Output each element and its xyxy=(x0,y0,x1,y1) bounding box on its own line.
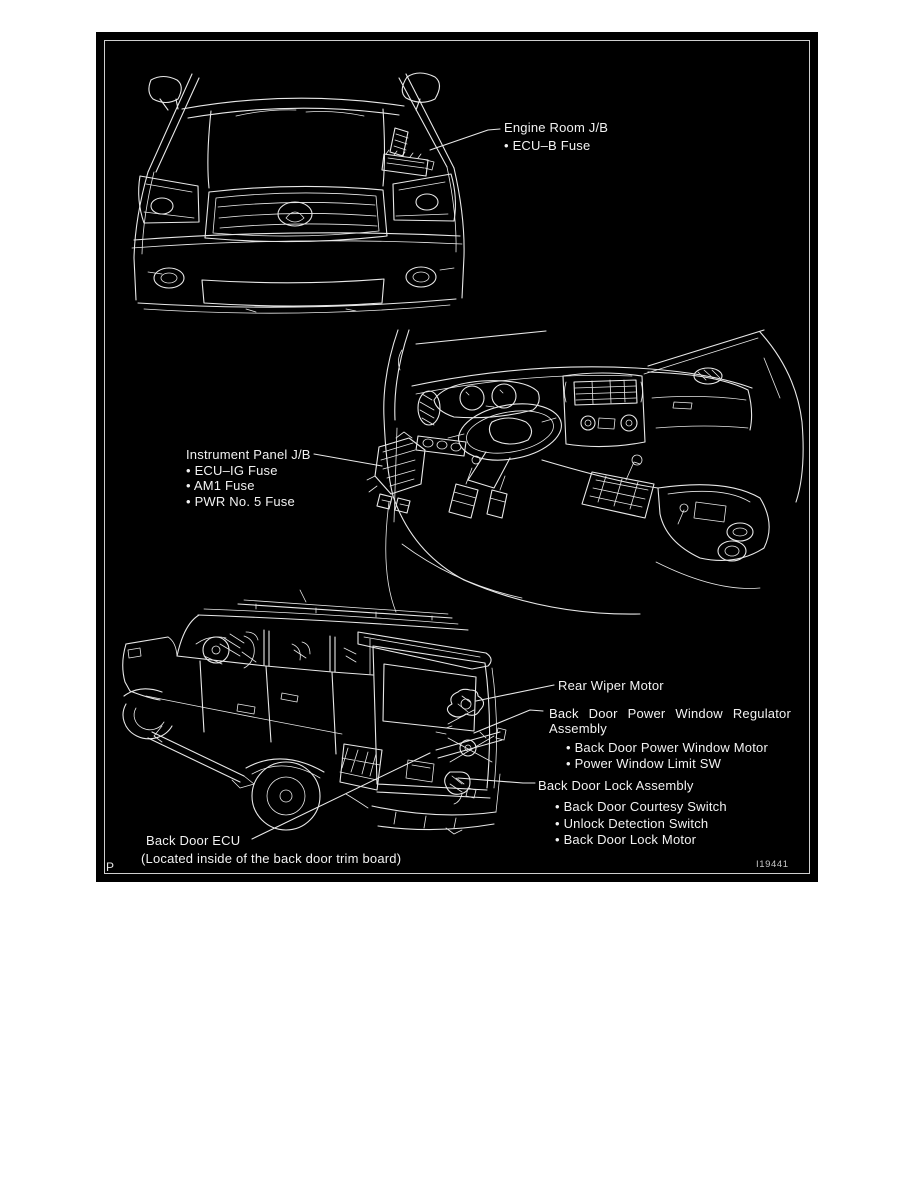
callout-back-door-ecu: Back Door ECU (Located inside of the bac… xyxy=(141,833,401,867)
instrument-panel-jb-drawing xyxy=(366,427,426,523)
callout-back-door-lock: Back Door Lock Assembly • Back Door Cour… xyxy=(538,778,727,849)
leader-lines xyxy=(251,128,555,840)
page-corner-mark: P xyxy=(106,860,115,874)
engine-room-jb-drawing xyxy=(381,127,435,177)
instrument-cluster xyxy=(433,380,540,419)
rear-bumper xyxy=(345,773,501,835)
passenger-dash xyxy=(647,367,753,431)
engine-room-jb-leader xyxy=(429,128,501,151)
callout-back-door-power-window-regulator: Back Door Power Window Regulator Assembl… xyxy=(549,706,791,772)
courtesy-switch-label: • Back Door Courtesy Switch xyxy=(555,799,727,814)
instrument-panel-drawing xyxy=(366,329,804,615)
power-window-limit-sw-label: • Power Window Limit SW xyxy=(566,756,722,771)
rear-wheel xyxy=(245,758,325,831)
roof-and-rails xyxy=(197,589,469,631)
rear-vehicle-drawing xyxy=(122,589,507,835)
callout-engine-room-jb: Engine Room J/B • ECU–B Fuse xyxy=(504,120,608,154)
callout-instrument-panel-jb: Instrument Panel J/B • ECU–IG Fuse • AM1… xyxy=(186,447,311,509)
window-regulator-assembly-label: Back Door Power Window Regulator Assembl… xyxy=(549,706,791,736)
line-art-canvas xyxy=(122,72,804,840)
back-door xyxy=(372,645,497,791)
body-side xyxy=(145,660,343,789)
left-dash-vent xyxy=(417,390,441,426)
back-door-lock-assembly-label: Back Door Lock Assembly xyxy=(538,778,694,793)
right-headlight xyxy=(392,173,457,222)
callout-rear-wiper-motor: Rear Wiper Motor xyxy=(558,678,664,694)
windshield-edges xyxy=(415,329,765,375)
door-lock-leader xyxy=(457,777,536,784)
pedals xyxy=(448,467,508,519)
ecu-b-fuse-label: • ECU–B Fuse xyxy=(504,138,591,153)
back-door-lock-motor-label: • Back Door Lock Motor xyxy=(555,832,697,847)
right-fog-lamp xyxy=(405,266,437,288)
rear-wiper-motor-drawing xyxy=(445,688,485,729)
rear-wiper-motor-label: Rear Wiper Motor xyxy=(558,678,664,693)
back-door-ecu-location-note: (Located inside of the back door trim bo… xyxy=(141,851,402,866)
ecu-ig-fuse-label: • ECU–IG Fuse xyxy=(186,463,278,478)
a-pillar-interior xyxy=(383,329,410,497)
figure-id: I19441 xyxy=(756,859,789,870)
interior-scribbles xyxy=(195,631,357,669)
unlock-detection-switch-label: • Unlock Detection Switch xyxy=(555,815,709,831)
front-wheel xyxy=(122,688,173,740)
a-pillars xyxy=(147,73,455,173)
engine-room-jb-label: Engine Room J/B xyxy=(504,120,609,135)
rear-spoiler xyxy=(357,631,492,670)
center-stack xyxy=(562,372,646,448)
left-fog-lamp xyxy=(153,267,185,289)
front-vehicle-drawing xyxy=(131,72,465,314)
floor-lines xyxy=(385,495,761,615)
toyota-emblem-icon xyxy=(277,201,313,227)
window-regulator-drawing xyxy=(435,727,507,763)
instrument-panel-jb-label: Instrument Panel J/B xyxy=(186,447,311,462)
back-door-ecu-label: Back Door ECU xyxy=(146,833,241,848)
window-regulator-items: • Back Door Power Window Motor • Power W… xyxy=(549,740,791,772)
left-headlight xyxy=(138,175,200,224)
back-door-ecu-leader xyxy=(251,752,431,840)
door-lock-drawing xyxy=(444,771,477,805)
pwr-no5-fuse-label: • PWR No. 5 Fuse xyxy=(186,493,295,509)
center-console xyxy=(541,454,770,562)
dash-top xyxy=(411,366,753,395)
hood-creases xyxy=(207,108,386,189)
front-bumper xyxy=(131,232,463,314)
window-regulator-leader xyxy=(473,709,544,734)
rear-wiper-leader xyxy=(475,684,555,702)
front-end xyxy=(122,636,178,701)
driver-switch-panel xyxy=(415,435,481,465)
component-location-figure: Engine Room J/B • ECU–B Fuse Instrument … xyxy=(96,32,818,882)
roof-and-cowl xyxy=(181,97,405,119)
left-mirror-icon xyxy=(148,75,182,111)
passenger-door-edge xyxy=(759,331,804,503)
power-window-motor-label: • Back Door Power Window Motor xyxy=(566,740,769,755)
front-body-sides xyxy=(133,166,465,301)
instrument-panel-jb-leader xyxy=(313,453,383,467)
back-door-lock-items: • Back Door Courtesy Switch • Unlock Det… xyxy=(538,799,727,849)
taillight xyxy=(339,743,383,791)
side-glass xyxy=(176,614,374,676)
am1-fuse-label: • AM1 Fuse xyxy=(186,478,255,494)
